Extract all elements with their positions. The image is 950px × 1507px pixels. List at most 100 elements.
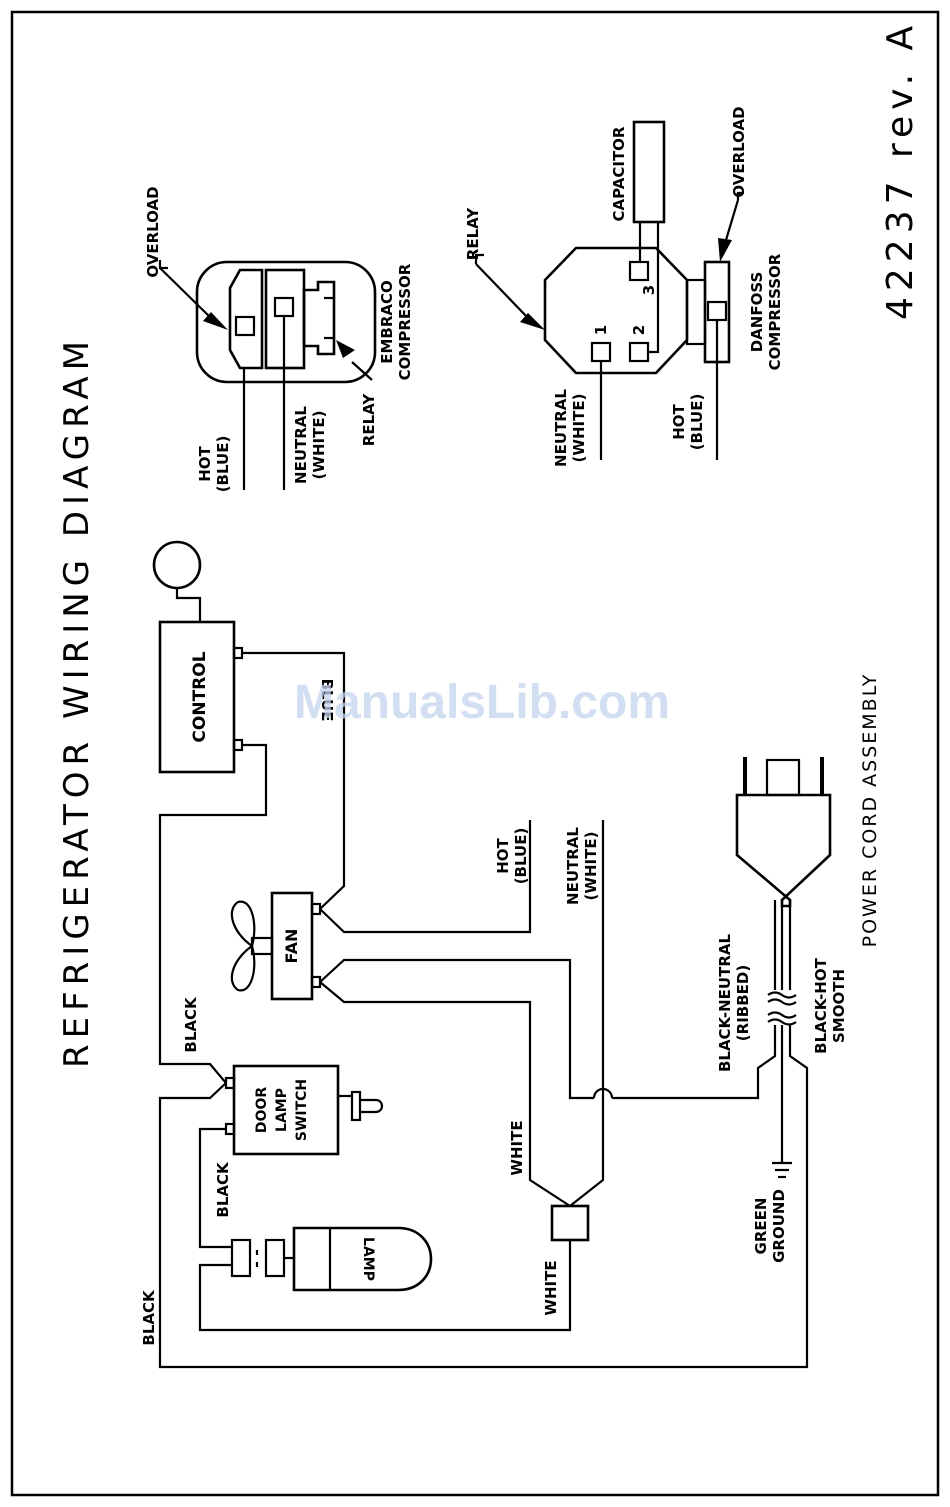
danfoss-relay-body — [543, 246, 689, 375]
danfoss-overload-arrow — [718, 238, 732, 262]
capillary-tube — [175, 588, 202, 622]
smooth-label: SMOOTH — [830, 969, 848, 1043]
wire-fan-to-cord — [319, 958, 594, 1100]
embraco-overload-label: OVERLOAD — [144, 186, 162, 277]
danfoss-capacitor-label: CAPACITOR — [610, 126, 628, 221]
power-cord-assembly-label: POWER CORD ASSEMBLY — [859, 673, 881, 948]
wire-black-hot-loop — [158, 1025, 809, 1369]
embraco-relay-arrow — [336, 340, 355, 358]
wire-control-to-switch-black — [158, 743, 268, 1084]
fan-label: FAN — [282, 929, 301, 964]
embraco-overload-arrow — [203, 312, 228, 330]
lamp-socket-right — [264, 1238, 286, 1278]
danfoss-terminal-2-label: 2 — [630, 325, 648, 335]
wire-fan-hot-blue — [319, 820, 532, 934]
embraco-relay-pointer — [351, 361, 373, 381]
capacitor-lead-2 — [648, 222, 660, 354]
diagram-title: REFRIGERATOR WIRING DIAGRAM — [57, 335, 97, 1068]
white-wire-label-lower: WHITE — [542, 1260, 560, 1315]
door-switch-line-2: LAMP — [274, 1088, 290, 1132]
embraco-relay-terminal — [273, 296, 295, 318]
neutral-color-label: (WHITE) — [582, 832, 600, 901]
door-switch-line-1: DOOR — [254, 1087, 270, 1133]
danfoss-name: DANFOSS — [748, 272, 766, 353]
danfoss-relay-pointer — [475, 263, 529, 319]
control-box — [158, 620, 236, 774]
thermostat-bulb — [152, 540, 202, 590]
embraco-overload-pointer — [159, 267, 214, 321]
neutral-label: NEUTRAL — [564, 827, 582, 905]
plunger-tip — [360, 1098, 384, 1114]
wire-junction — [550, 1204, 590, 1242]
black-hot-label: BLACK-HOT — [812, 957, 830, 1053]
danfoss-neutral-label: NEUTRAL — [552, 389, 570, 467]
danfoss-relay-label: RELAY — [464, 207, 482, 261]
danfoss-compressor-label: COMPRESSOR — [766, 253, 784, 370]
embraco-name: EMBRACO — [378, 280, 396, 364]
green-label: GREEN — [752, 1198, 770, 1255]
blue-wire-label: BLUE — [318, 679, 336, 722]
embraco-overload-terminal — [234, 315, 256, 337]
danfoss-relay-tab — [685, 278, 707, 346]
watermark: ManualsLib.com — [294, 676, 670, 729]
danfoss-terminal-1 — [590, 341, 612, 363]
wire-junction-to-lamp-white — [198, 1240, 572, 1332]
plug-ground-pin — [765, 758, 801, 797]
cord-break-marks — [767, 991, 797, 1026]
embraco-neutral-label: NEUTRAL — [292, 406, 310, 484]
danfoss-relay-pointer-hook — [474, 253, 484, 264]
embraco-overload — [228, 268, 264, 370]
fan-blade-lower — [230, 944, 256, 992]
control-label: CONTROL — [190, 651, 210, 742]
danfoss-hot-label: HOT — [670, 403, 688, 439]
wire-neutral-white — [569, 820, 605, 1207]
danfoss-terminal-3 — [628, 260, 650, 282]
fan-blade-upper — [230, 900, 256, 948]
hot-label: HOT — [494, 837, 512, 873]
black-wire-label-left: BLACK — [140, 1289, 158, 1346]
ribbed-label: (RIBBED) — [734, 965, 752, 1041]
hot-color-label: (BLUE) — [512, 828, 530, 885]
document-number: 42237 rev. A — [880, 20, 921, 320]
danfoss-relay-arrow — [520, 313, 545, 330]
danfoss-terminal-1-label: 1 — [592, 325, 610, 335]
door-switch-box — [232, 1064, 340, 1156]
danfoss-compressor: CAPACITOR RELAY OVERLOAD DANFOSS COMPRES… — [464, 106, 784, 467]
danfoss-hot-color-label: (BLUE) — [688, 394, 706, 451]
embraco-hot-label: HOT — [196, 445, 214, 481]
embraco-neutral-color-label: (WHITE) — [310, 411, 328, 480]
wire-switch-to-lamp-black — [198, 1127, 232, 1249]
lamp-bulb — [292, 1226, 433, 1292]
door-switch-line-3: SWITCH — [294, 1079, 310, 1141]
main-circuit: CONTROL FAN DOOR LAMP SWITCH LAMP — [140, 540, 881, 1369]
plunger-collar — [350, 1090, 362, 1122]
page-border — [10, 10, 940, 1497]
embraco-compressor: OVERLOAD RELAY EMBRACO COMPRESSOR HOT (B… — [144, 186, 414, 492]
fan-shaft — [250, 936, 274, 956]
danfoss-neutral-color-label: (WHITE) — [570, 394, 588, 463]
black-wire-label-mid: BLACK — [214, 1161, 232, 1218]
embraco-hot-color-label: (BLUE) — [214, 436, 232, 493]
danfoss-capacitor — [632, 120, 666, 224]
ground-label: GROUND — [770, 1189, 788, 1263]
wire-control-to-fan-blue — [242, 651, 346, 910]
danfoss-overload-terminal — [706, 300, 728, 322]
power-plug-body — [735, 793, 832, 908]
danfoss-terminal-3-label: 3 — [640, 285, 658, 295]
black-wire-label-top: BLACK — [182, 996, 200, 1053]
lamp-label: LAMP — [360, 1237, 376, 1281]
embraco-compressor-label: COMPRESSOR — [396, 263, 414, 380]
wire-fan-to-junction-white — [319, 981, 571, 1207]
white-wire-label-upper: WHITE — [508, 1120, 526, 1175]
lamp-socket-left — [230, 1238, 252, 1278]
wire-black-neutral-cord — [612, 1025, 777, 1100]
black-neutral-label: BLACK-NEUTRAL — [716, 934, 734, 1073]
danfoss-overload-label: OVERLOAD — [730, 106, 748, 197]
danfoss-overload-pointer — [724, 199, 740, 241]
danfoss-overload-pointer-hook — [736, 191, 744, 200]
danfoss-terminal-2 — [628, 341, 650, 363]
embraco-relay-plug — [302, 280, 336, 356]
embraco-relay-label: RELAY — [360, 393, 378, 447]
embraco-outline — [195, 260, 377, 384]
